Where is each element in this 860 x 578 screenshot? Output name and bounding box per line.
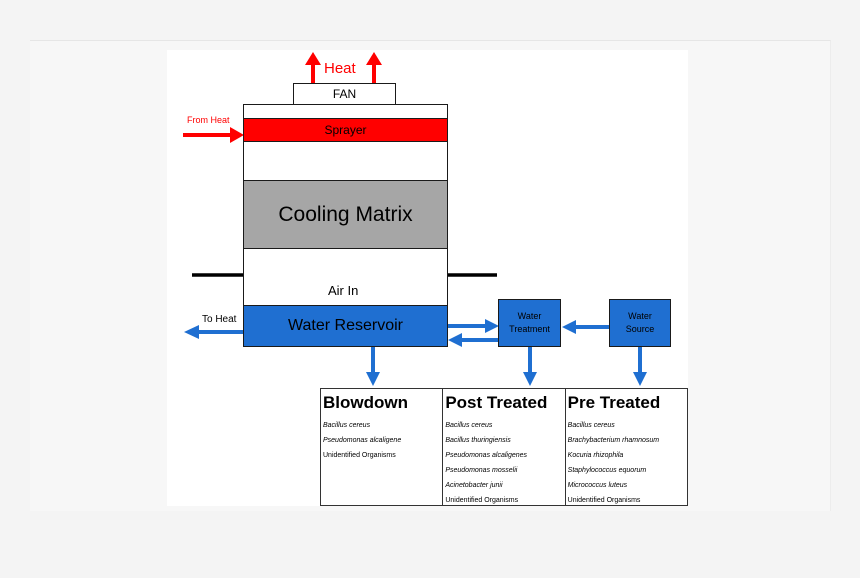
cooling-tower-diagram: Heat FAN From Heat Sprayer Cooling Matri… [167, 50, 688, 506]
organism-item: Micrococcus luteus [567, 482, 628, 489]
pre-treated-arrow [633, 347, 647, 386]
organism-item: Kocuria rhizophila [567, 452, 624, 459]
organism-item: Pseudomonas alcaligenes [445, 452, 528, 459]
reservoir-to-treatment-arrow [448, 319, 499, 333]
water-reservoir-box: Water Reservoir [243, 305, 448, 347]
from-heat-arrow [183, 127, 244, 143]
column-title: Post Treated [445, 393, 548, 412]
organism-item: Unidentified Organisms [567, 497, 641, 504]
water-source-box: Water Source [609, 299, 671, 347]
fan-label: FAN [332, 87, 357, 101]
cooling-matrix-label: Cooling Matrix [278, 202, 413, 226]
fan-box: FAN [293, 83, 396, 105]
organism-item: Bacillus thuringiensis [445, 437, 511, 444]
post-treated-arrow [523, 347, 537, 386]
water-treatment-box: Water Treatment [498, 299, 561, 347]
organism-item: Brachybacterium rhamnosum [567, 437, 660, 444]
cooling-matrix-box: Cooling Matrix [243, 180, 448, 249]
heat-arrow-right [366, 52, 382, 83]
organisms-table: Blowdown Bacillus cereus Pseudomonas alc… [320, 388, 688, 506]
pre-treated-column: Pre Treated Bacillus cereus Brachybacter… [564, 389, 687, 505]
sprayer-label: Sprayer [324, 123, 367, 137]
organism-item: Pseudomonas alcaligene [323, 437, 402, 444]
from-heat-label: From Heat [187, 115, 230, 125]
organism-item: Pseudomonas mosselii [445, 467, 518, 474]
sprayer-box: Sprayer [243, 118, 448, 142]
organism-item: Acinetobacter junii [445, 482, 503, 489]
post-treated-column: Post Treated Bacillus cereus Bacillus th… [442, 389, 564, 505]
water-reservoir-label: Water Reservoir [288, 317, 403, 334]
blowdown-column: Blowdown Bacillus cereus Pseudomonas alc… [321, 389, 442, 505]
to-heat-arrow [184, 325, 243, 339]
heat-arrow-left [305, 52, 321, 83]
organism-item: Unidentified Organisms [445, 497, 519, 504]
organism-item: Unidentified Organisms [323, 452, 396, 459]
water-source-label: Water Source [625, 311, 655, 334]
air-in-label: Air In [328, 283, 359, 298]
treatment-to-reservoir-arrow [448, 333, 499, 347]
organism-item: Bacillus cereus [567, 422, 615, 429]
heat-label: Heat [324, 60, 356, 77]
source-to-treatment-arrow [562, 320, 609, 334]
organism-item: Bacillus cereus [323, 422, 371, 429]
water-treatment-label: Water Treatment [509, 311, 550, 334]
to-heat-label: To Heat [202, 314, 237, 325]
column-title: Pre Treated [567, 393, 661, 412]
organism-item: Staphylococcus equorum [567, 467, 647, 474]
blowdown-arrow [366, 347, 380, 386]
organism-item: Bacillus cereus [445, 422, 493, 429]
column-title: Blowdown [323, 393, 408, 412]
